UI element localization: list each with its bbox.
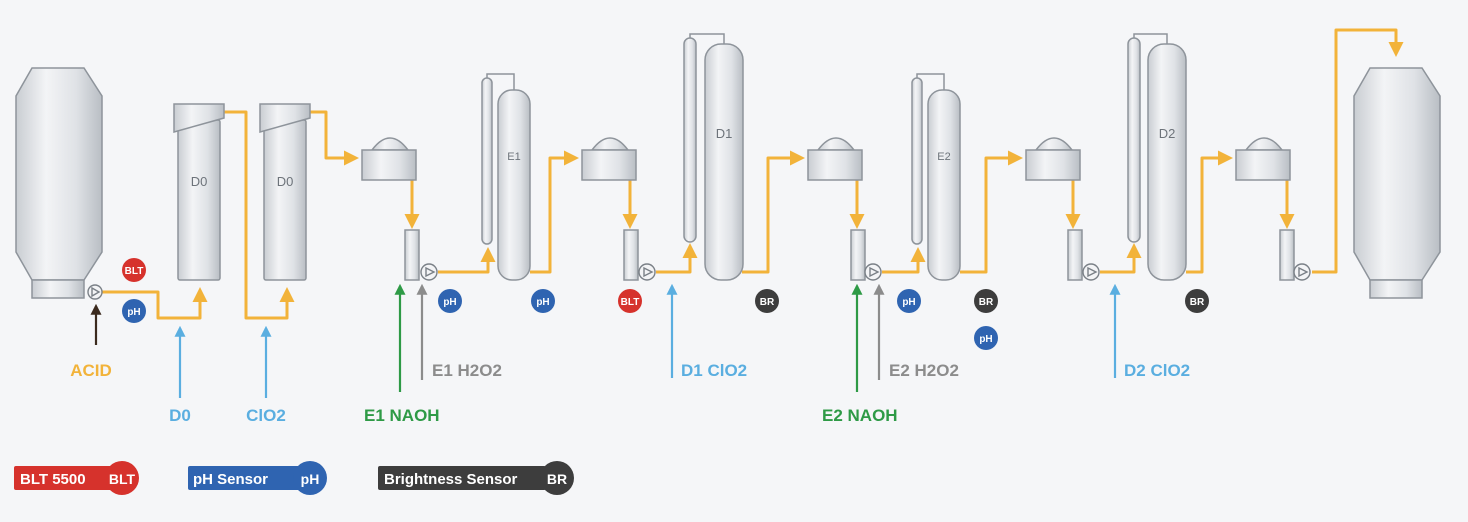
br-sensor-badge: BR <box>1185 289 1209 313</box>
tower-d0-a <box>173 103 225 281</box>
svg-text:pH: pH <box>127 307 140 318</box>
tower-d2 <box>1127 33 1187 281</box>
svg-text:BLT: BLT <box>621 297 640 308</box>
storage-tank-outlet <box>1353 67 1441 299</box>
flow-pump2-to-d1 <box>656 243 698 274</box>
feed-label-e1-h2o2: E1 H2O2 <box>432 361 502 380</box>
mixer-2 <box>623 229 639 281</box>
blt-sensor-badge: BLT <box>122 258 146 282</box>
svg-text:pH: pH <box>902 297 915 308</box>
flow-d1-to-washer3 <box>742 150 805 274</box>
ph-sensor-badge: pH <box>122 299 146 323</box>
feed-label-e2-naoh: E2 NAOH <box>822 406 898 425</box>
pump-4-icon <box>1082 263 1100 281</box>
tower-d0-b <box>259 103 311 281</box>
label-tower-d2: D2 <box>1159 126 1176 141</box>
flow-d0b-to-washer1 <box>310 110 359 166</box>
label-tower-e1: E1 <box>507 151 520 163</box>
flow-storage-to-d0a <box>100 287 208 320</box>
flow-pump4-to-d2 <box>1100 243 1142 274</box>
svg-text:pH: pH <box>536 297 549 308</box>
svg-text:BR: BR <box>760 297 775 308</box>
legend-label-br: Brightness Sensor <box>384 471 518 488</box>
legend-badge-ph: pH <box>301 471 320 487</box>
legend-item-blt: BLT 5500 BLT <box>14 461 139 495</box>
flow-e1-to-washer2 <box>530 150 579 274</box>
pump-1-icon <box>420 263 438 281</box>
washer-3 <box>807 137 863 181</box>
mixer-4 <box>1067 229 1083 281</box>
br-sensor-badge: BR <box>974 289 998 313</box>
feed-label-acid: ACID <box>70 361 112 380</box>
tower-d1 <box>683 33 744 281</box>
ph-sensor-badge: pH <box>897 289 921 313</box>
pump-2-icon <box>638 263 656 281</box>
tower-e1 <box>481 73 531 281</box>
washer-4 <box>1025 137 1081 181</box>
label-tower-d1: D1 <box>716 126 733 141</box>
flow-pump5-to-storage <box>1312 28 1404 274</box>
legend-label-blt: BLT 5500 <box>20 471 86 488</box>
feed-lines <box>90 283 1121 398</box>
ph-sensor-badge: pH <box>438 289 462 313</box>
tower-e2 <box>911 73 961 281</box>
mixer-1 <box>404 229 420 281</box>
feed-label-e1-naoh: E1 NAOH <box>364 406 440 425</box>
feed-label-e2-h2o2: E2 H2O2 <box>889 361 959 380</box>
washer-5 <box>1235 137 1291 181</box>
label-tower-e2: E2 <box>937 151 950 163</box>
blt-sensor-badge: BLT <box>618 289 642 313</box>
legend-item-ph: pH Sensor pH <box>188 461 327 495</box>
flow-pump3-to-e2 <box>882 247 926 274</box>
feed-label-d0: D0 <box>169 406 191 425</box>
flow-d0a-to-d0b <box>222 110 295 320</box>
svg-text:pH: pH <box>443 297 456 308</box>
pump-3-icon <box>864 263 882 281</box>
legend-badge-br: BR <box>547 471 567 487</box>
legend: BLT 5500 BLT pH Sensor pH Brightness Sen… <box>14 461 574 495</box>
flow-d2-to-washer5 <box>1186 150 1233 274</box>
legend-label-ph: pH Sensor <box>193 471 268 488</box>
storage-tank-inlet <box>15 67 103 299</box>
label-tower-d0-b: D0 <box>277 174 294 189</box>
flow-e2-to-washer4 <box>960 150 1023 274</box>
svg-text:BR: BR <box>1190 297 1205 308</box>
feed-label-d2-clo2: D2 ClO2 <box>1124 361 1190 380</box>
pump-0-icon <box>87 284 103 300</box>
legend-item-br: Brightness Sensor BR <box>378 461 574 495</box>
ph-sensor-badge: pH <box>531 289 555 313</box>
feed-label-d1-clo2: D1 ClO2 <box>681 361 747 380</box>
feed-label-clo2: ClO2 <box>246 406 286 425</box>
svg-text:pH: pH <box>979 334 992 345</box>
svg-text:BR: BR <box>979 297 994 308</box>
ph-sensor-badge: pH <box>974 326 998 350</box>
washer-2 <box>581 137 637 181</box>
pump-5-icon <box>1293 263 1311 281</box>
br-sensor-badge: BR <box>755 289 779 313</box>
mixer-5 <box>1279 229 1295 281</box>
mixer-3 <box>850 229 866 281</box>
process-flow-lines <box>100 28 1404 320</box>
legend-badge-blt: BLT <box>109 471 136 487</box>
flow-pump1-to-e1 <box>438 247 496 274</box>
svg-text:BLT: BLT <box>125 266 144 277</box>
washer-1 <box>361 137 417 181</box>
label-tower-d0-a: D0 <box>191 174 208 189</box>
